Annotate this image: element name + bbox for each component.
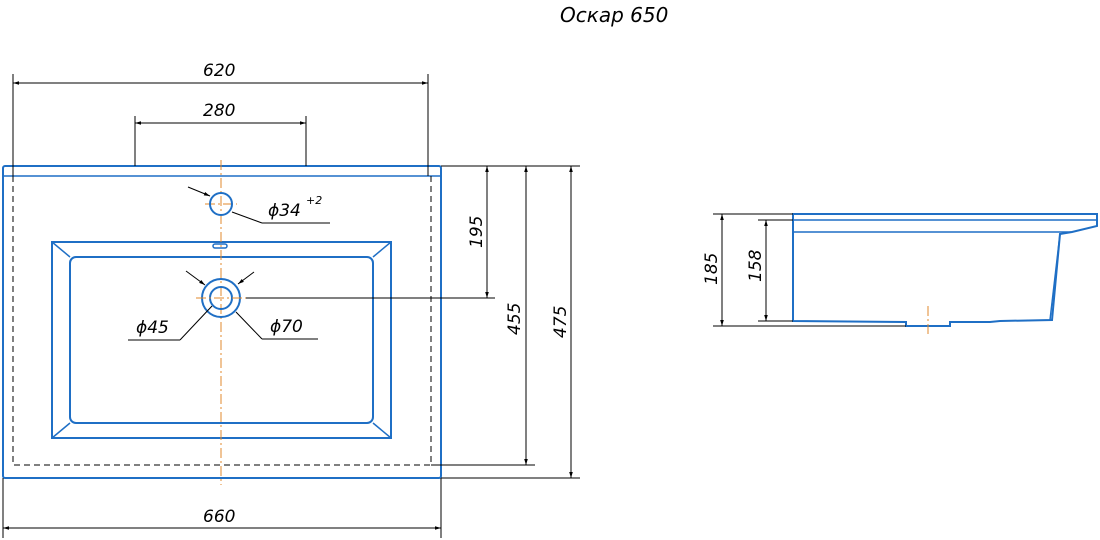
dim-total-depth: 475 xyxy=(441,165,580,479)
dim-280-label: 280 xyxy=(203,101,235,121)
mixer-hole xyxy=(209,192,233,216)
dim-side-height: 185 xyxy=(702,213,906,327)
dim-side-bowl: 158 xyxy=(746,219,793,322)
drawing-title: Оскар 650 xyxy=(560,3,668,27)
bowl-bevel-tl xyxy=(51,241,71,258)
top-view xyxy=(2,160,442,485)
callout-drain-inner: ϕ45 xyxy=(128,270,213,341)
side-wall-inner xyxy=(1049,233,1061,321)
bowl-bevel-br xyxy=(372,422,392,439)
dim-475-label: 475 xyxy=(551,306,571,338)
dim-mixer-spacing: 280 xyxy=(134,101,307,166)
dim-185-label: 185 xyxy=(702,253,722,285)
sink-outer-outline xyxy=(2,165,442,479)
dim-660-label: 660 xyxy=(203,507,235,527)
callout-mixer-hole: ϕ34 +2 xyxy=(187,186,330,224)
bowl-bevel-tr xyxy=(372,241,392,258)
dim-hole-offset: 195 xyxy=(246,165,495,299)
dim-top-width: 620 xyxy=(12,61,429,176)
mixer-hole-tolerance: +2 xyxy=(306,194,322,207)
drain-inner-diameter: ϕ45 xyxy=(136,318,169,338)
side-slab-outline xyxy=(792,213,1098,327)
overflow-slot xyxy=(212,243,228,249)
bowl-bevel-bl xyxy=(51,422,71,439)
mixer-hole-diameter: ϕ34 xyxy=(268,201,301,221)
cabinet-dashed-outline xyxy=(12,176,432,466)
dim-158-label: 158 xyxy=(746,249,766,282)
dim-455-label: 455 xyxy=(505,303,525,335)
side-view xyxy=(792,213,1098,334)
drain-outer-diameter: ϕ70 xyxy=(270,317,303,337)
dim-inner-depth: 455 xyxy=(431,165,535,466)
dim-bottom-width: 660 xyxy=(2,478,442,538)
dim-195-label: 195 xyxy=(467,216,487,248)
callout-drain-outer: ϕ70 xyxy=(235,271,318,340)
dim-620-label: 620 xyxy=(203,61,235,81)
